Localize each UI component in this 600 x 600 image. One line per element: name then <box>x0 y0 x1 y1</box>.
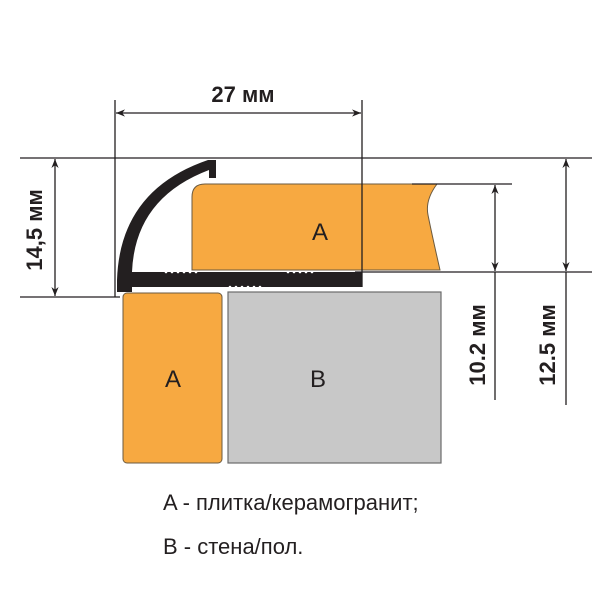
profile-teeth <box>164 270 314 289</box>
tile-side <box>122 292 223 464</box>
tile-side-label: A <box>165 366 181 393</box>
dimension-arrows <box>51 109 570 405</box>
wall-label: B <box>310 366 326 393</box>
corner-profile <box>117 160 362 292</box>
dimension-profile-height-label: 14,5 мм <box>22 189 47 270</box>
tile-top-label: A <box>312 219 328 246</box>
tile-top <box>191 183 441 271</box>
legend-item-b: B - стена/пол. <box>163 534 304 559</box>
dimension-tile-thickness-label: 10.2 мм <box>465 304 490 385</box>
extension-lines <box>20 100 592 298</box>
dimension-width-label: 27 мм <box>211 82 274 107</box>
wall-block <box>227 291 442 464</box>
dimension-total-thickness-label: 12.5 мм <box>535 304 560 385</box>
legend-item-a: A - плитка/керамогранит; <box>163 490 419 515</box>
